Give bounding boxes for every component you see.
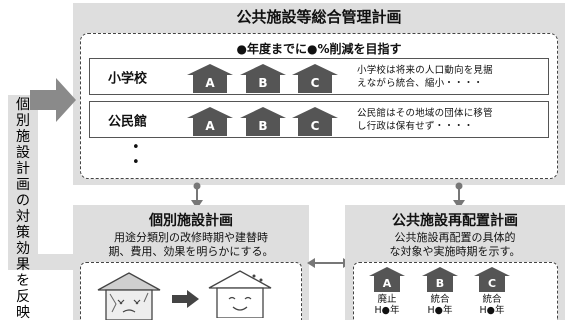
arrow-right-icon [30, 78, 76, 122]
house-c-year: H●年 [479, 305, 505, 316]
side-label-char: 対 [16, 209, 30, 225]
side-label-char: 別 [16, 113, 30, 129]
house-icon: C [292, 63, 338, 93]
facility-label-community-center: 公民館 [108, 114, 148, 129]
arrow-right-icon [172, 290, 199, 308]
down-connector-left [191, 182, 203, 209]
side-label-char: 効 [16, 241, 30, 257]
house-icon: B [422, 266, 458, 292]
house-c-status: 統合 [482, 294, 502, 305]
community-center-note-line2: し行政は保有せず・・・・ [357, 121, 474, 132]
house-icon: B [240, 106, 286, 136]
side-label-char: 反 [16, 289, 30, 305]
continuation-dot: • [132, 140, 140, 155]
house-b-year: H●年 [427, 305, 453, 316]
facility-label-school: 小学校 [108, 71, 148, 86]
individual-plan-desc-line2: 期、費用、効果を明らかにする。 [108, 245, 274, 258]
house-icon: A [187, 63, 233, 93]
side-label-char: 策 [16, 225, 30, 241]
house-a-status: 廃止 [377, 294, 397, 305]
house-icon: A [187, 106, 233, 136]
feedback-side-bar [8, 95, 38, 270]
side-label-char: 果 [16, 257, 30, 273]
house-icon: A [369, 266, 405, 292]
community-center-note-line1: 公民館はその地域の団体に移管 [357, 108, 493, 119]
house-a-year: H●年 [374, 305, 400, 316]
school-note-line2: えながら統合、縮小・・・・ [357, 78, 484, 89]
individual-plan-desc-line1: 用途分類別の改修時期や建替時 [114, 231, 268, 244]
side-label-char: 設 [16, 145, 30, 161]
house-icon: C [474, 266, 510, 292]
side-label-char: 計 [16, 161, 30, 177]
house-icon: C [292, 106, 338, 136]
side-label-char: 映 [16, 305, 30, 321]
relocation-plan-title: 公共施設再配置計画 [392, 213, 518, 229]
relocation-plan-desc-line1: 公共施設再配置の具体的 [394, 231, 516, 244]
down-connector-right [453, 182, 465, 209]
house-b-status: 統合 [430, 294, 450, 305]
feedback-side-label: 個別施設計画の対策効果を反映 [13, 97, 33, 321]
side-label-char: 施 [16, 129, 30, 145]
management-plan-title: 公共施設等総合管理計画 [236, 8, 402, 26]
individual-plan-title: 個別施設計画 [149, 213, 233, 229]
side-label-char: 画 [16, 177, 30, 193]
house-icon: B [240, 63, 286, 93]
reduction-goal: ●年度までに●%削減を目指す [236, 42, 402, 56]
side-label-char: の [16, 193, 30, 209]
school-note-line1: 小学校は将来の人口動向を見据 [357, 65, 493, 76]
side-label-char: を [16, 273, 30, 289]
feedback-connector [30, 254, 74, 270]
new-building-icon [208, 270, 272, 318]
relocation-plan-desc-line2: な対象や実施時期を示す。 [389, 245, 521, 258]
side-label-char: 個 [16, 97, 30, 113]
continuation-dot: • [132, 155, 140, 170]
old-building-icon [97, 272, 161, 320]
